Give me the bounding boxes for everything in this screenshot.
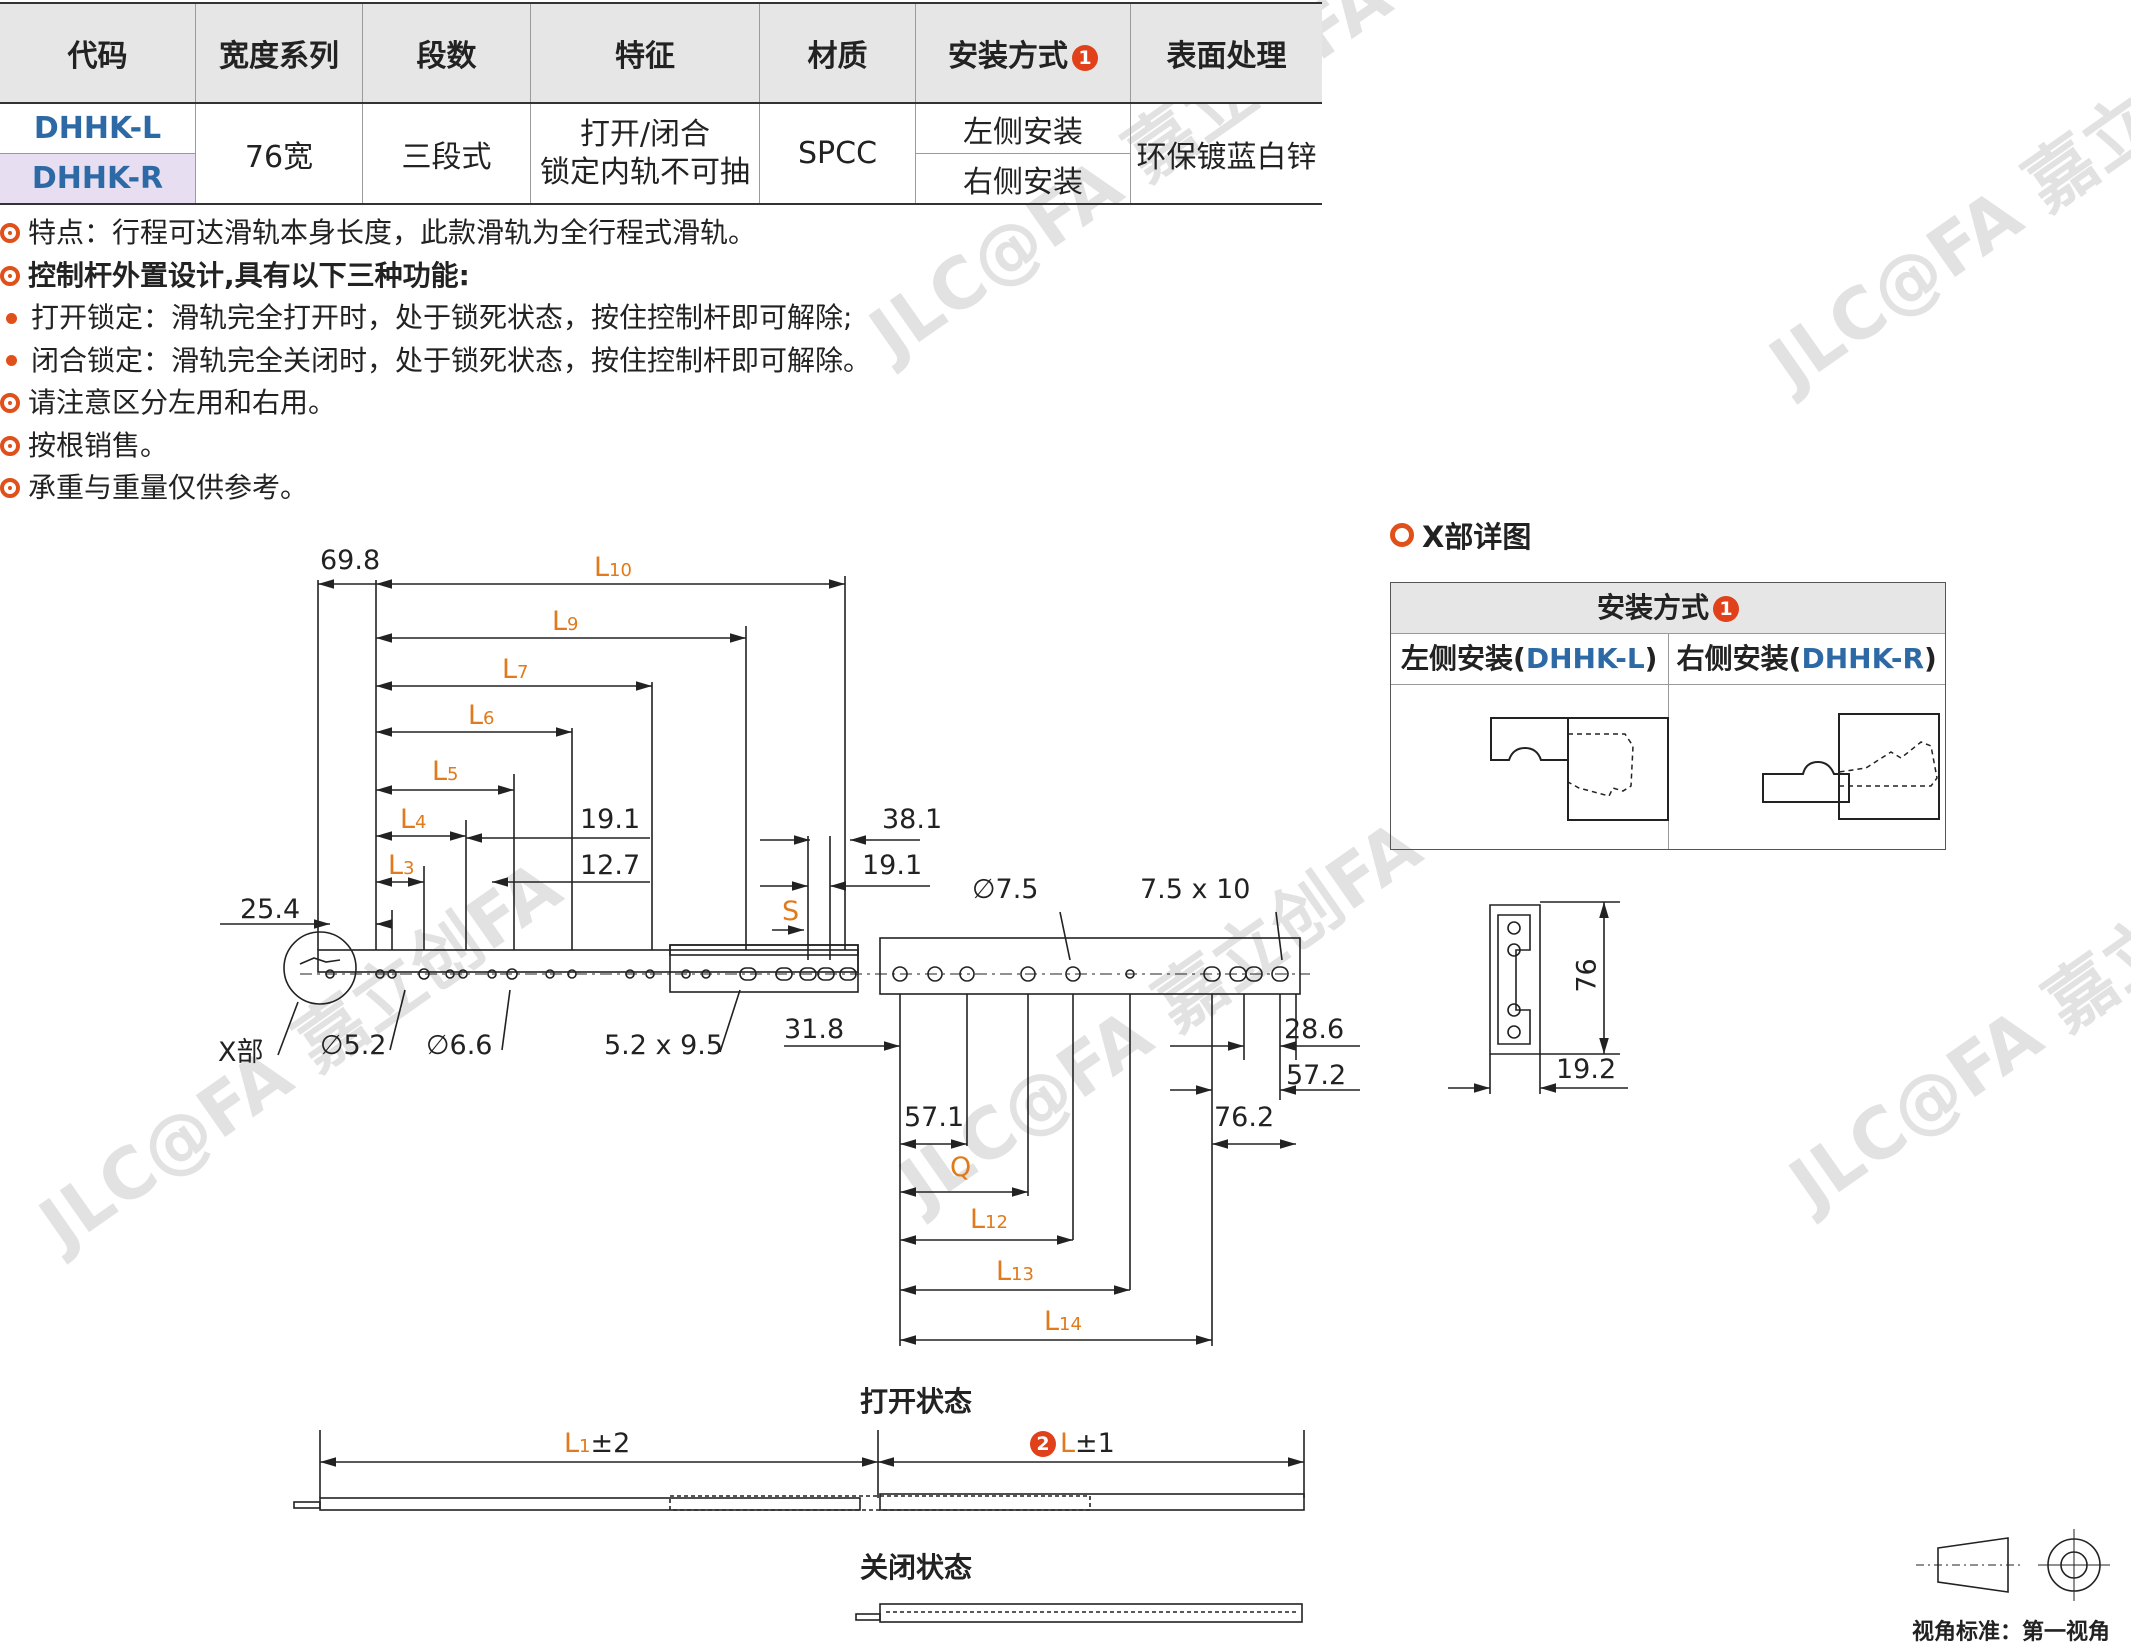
dim-38-1: 38.1 <box>882 804 943 835</box>
dim-l13: L13 <box>996 1256 1034 1287</box>
dim-l6: L6 <box>468 700 495 731</box>
badge-1: 1 <box>1072 44 1098 71</box>
install-detail-drawing <box>1490 713 1940 821</box>
dim-q: Q <box>950 1152 972 1183</box>
model-code-l: DHHK-L <box>33 111 162 146</box>
header-surface: 表面处理 <box>1130 3 1322 104</box>
x-detail-drawings <box>1391 684 1945 849</box>
model-code-r: DHHK-R <box>0 153 196 205</box>
feature-line1: 打开/闭合 <box>579 116 711 152</box>
dim-12-7: 12.7 <box>580 850 641 881</box>
material-value: SPCC <box>759 103 916 205</box>
dim-phi-7-5: ∅7.5 <box>972 874 1039 905</box>
dim-phi-5-2: ∅5.2 <box>320 1030 387 1061</box>
dim-l7: L7 <box>502 654 529 685</box>
notes-list: 特点：行程可达滑轨本身长度，此款滑轨为全行程式滑轨。 控制杆外置设计,具有以下三… <box>0 212 871 510</box>
badge-2: 2 <box>1030 1430 1056 1457</box>
dim-19-2: 19.2 <box>1556 1054 1617 1085</box>
header-width: 宽度系列 <box>195 3 363 104</box>
dim-76-2: 76.2 <box>1214 1102 1275 1133</box>
dim-19-1-right: 19.1 <box>862 850 923 881</box>
header-material: 材质 <box>759 3 916 104</box>
closed-rail <box>879 1603 1303 1623</box>
note-item: 闭合锁定：滑轨完全关闭时，处于锁死状态，按住控制杆即可解除。 <box>0 340 871 383</box>
dim-slot-7-5x10: 7.5 x 10 <box>1140 874 1251 905</box>
dim-28-6: 28.6 <box>1284 1014 1345 1045</box>
dim-l5: L5 <box>432 756 459 787</box>
dim-25-4: 25.4 <box>240 894 301 925</box>
dim-l9: L9 <box>552 606 579 637</box>
header-stages: 段数 <box>362 3 531 104</box>
install-right: 右侧安装 <box>915 153 1131 205</box>
open-state-title: 打开状态 <box>860 1385 973 1418</box>
dim-phi-6-6: ∅6.6 <box>426 1030 493 1061</box>
note-item: 打开锁定：滑轨完全打开时，处于锁死状态，按住控制杆即可解除; <box>0 297 871 340</box>
feature-line2: 锁定内轨不可抽 <box>540 154 750 190</box>
dim-l4: L4 <box>400 804 427 835</box>
x-part-label: X部 <box>218 1037 264 1068</box>
header-code: 代码 <box>0 3 196 104</box>
closed-state-title: 关闭状态 <box>860 1551 973 1584</box>
dim-l14: L14 <box>1044 1306 1082 1337</box>
width-value: 76宽 <box>195 103 363 205</box>
dim-57-2: 57.2 <box>1286 1060 1347 1091</box>
middle-rail <box>669 944 859 993</box>
note-item: 承重与重量仅供参考。 <box>0 467 871 510</box>
dim-l3: L3 <box>388 850 415 881</box>
install-left: 左侧安装 <box>915 103 1131 154</box>
dim-69-8: 69.8 <box>320 545 381 576</box>
dim-l10: L10 <box>594 552 632 583</box>
dim-s: S <box>782 896 800 927</box>
dim-l1: L1±2 <box>564 1428 631 1459</box>
right-install-label: 右侧安装(DHHK-R) <box>1676 642 1937 675</box>
dim-19-1-left: 19.1 <box>580 804 641 835</box>
dim-57-1: 57.1 <box>904 1102 965 1133</box>
view-standard-note: 视角标准：第一视角 <box>1912 1620 2111 1645</box>
open-inner-rail <box>879 1493 1305 1511</box>
dim-31-8: 31.8 <box>784 1014 845 1045</box>
note-item: 按根销售。 <box>0 425 871 468</box>
x-detail-title: X部详图 <box>1390 514 1531 556</box>
stages-value: 三段式 <box>362 103 531 205</box>
dim-76: 76 <box>1571 958 1603 993</box>
outer-rail <box>317 949 859 973</box>
note-item: 请注意区分左用和右用。 <box>0 382 871 425</box>
surface-value: 环保镀蓝白锌 <box>1130 103 1322 205</box>
feature-value: 打开/闭合 锁定内轨不可抽 <box>530 103 760 205</box>
note-item: 控制杆外置设计,具有以下三种功能: <box>0 255 871 298</box>
header-feature: 特征 <box>530 3 760 104</box>
x-detail-subheader: 左侧安装(DHHK-L) 右侧安装(DHHK-R) <box>1391 634 1945 685</box>
open-outer-rail <box>319 1497 861 1511</box>
note-item: 特点：行程可达滑轨本身长度，此款滑轨为全行程式滑轨。 <box>0 212 871 255</box>
dim-l12: L12 <box>970 1204 1008 1235</box>
dim-slot-5-2x9-5: 5.2 x 9.5 <box>604 1030 724 1061</box>
left-install-label: 左侧安装(DHHK-L) <box>1391 634 1669 684</box>
inner-rail <box>879 937 1301 995</box>
